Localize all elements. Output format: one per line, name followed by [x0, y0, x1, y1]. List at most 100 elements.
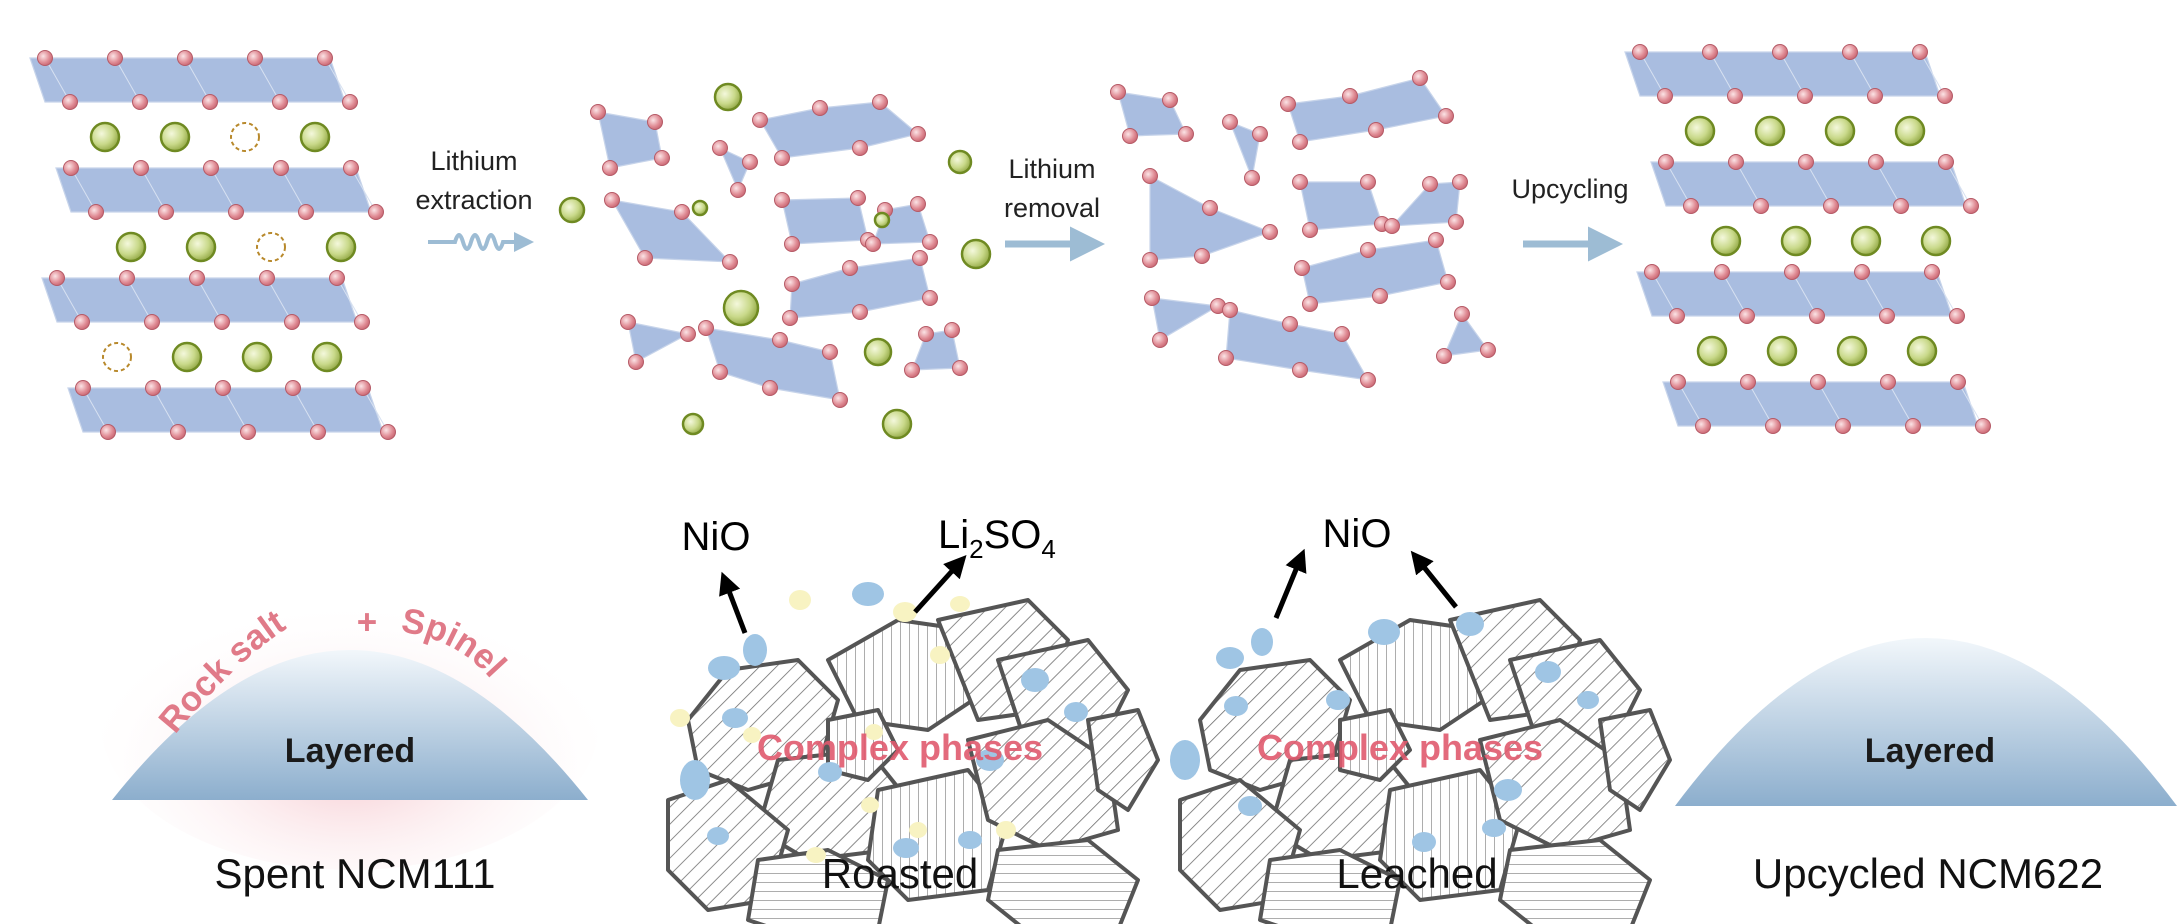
- nio-deposit: [1251, 628, 1273, 656]
- tm-fragment: [1151, 297, 1220, 341]
- oxygen-atom: [628, 354, 644, 370]
- nio-deposit: [1021, 668, 1049, 692]
- lithium-atom: [722, 289, 760, 327]
- oxygen-atom: [1798, 154, 1814, 170]
- slab-edge: [140, 167, 167, 213]
- oxygen-atom: [203, 160, 219, 176]
- oxygen-atom: [119, 270, 135, 286]
- oxygen-atom: [177, 50, 193, 66]
- lithium-atom: [1696, 335, 1728, 367]
- lithium-atom: [241, 341, 273, 373]
- oxygen-atom: [1178, 126, 1194, 142]
- oxygen-atom: [730, 182, 746, 198]
- arrow-label-removal: removal: [1004, 193, 1100, 223]
- oxygen-atom: [952, 360, 968, 376]
- oxygen-atom: [784, 276, 800, 292]
- layered-label-right: Layered: [1865, 732, 1995, 770]
- slab-edge: [1957, 381, 1984, 427]
- oxygen-atom: [1702, 44, 1718, 60]
- arrow-upcycling: Upcycling: [1511, 174, 1629, 262]
- slab-edge: [210, 167, 237, 213]
- tm-fragment: [610, 199, 732, 263]
- slab-edge: [324, 57, 351, 103]
- oxygen-atom: [1658, 154, 1674, 170]
- oxygen-atom: [1384, 218, 1400, 234]
- slab-edge: [1919, 51, 1946, 97]
- oxygen-atom: [590, 104, 606, 120]
- slab-edge: [70, 167, 97, 213]
- oxygen-atom: [240, 424, 256, 440]
- oxygen-atom: [1438, 108, 1454, 124]
- li2so4-deposit: [789, 590, 811, 610]
- slab-edge: [114, 57, 141, 103]
- slab-edge: [1747, 381, 1774, 427]
- oxygen-atom: [284, 314, 300, 330]
- crystal-structures: [29, 44, 1991, 440]
- oxygen-atom: [1222, 302, 1238, 318]
- oxygen-atom: [1809, 308, 1825, 324]
- leached-labels: NiO Complex phases: [1257, 512, 1543, 768]
- oxygen-atom: [1842, 44, 1858, 60]
- oxygen-atom: [1753, 198, 1769, 214]
- oxygen-atom: [850, 190, 866, 206]
- oxygen-atom: [1252, 126, 1268, 142]
- li2so4-deposit: [806, 847, 826, 863]
- oxygen-atom: [852, 304, 868, 320]
- oxygen-atom: [1740, 374, 1756, 390]
- oxygen-atom: [1975, 418, 1991, 434]
- oxygen-atom: [228, 204, 244, 220]
- lithium-vacancy: [102, 342, 132, 372]
- oxygen-atom: [782, 310, 798, 326]
- oxygen-atom: [1657, 88, 1673, 104]
- oxygen-atom: [1683, 198, 1699, 214]
- lithium-atom: [1920, 225, 1952, 257]
- oxygen-atom: [1893, 198, 1909, 214]
- roasted-particles: [666, 582, 1160, 924]
- oxygen-atom: [912, 250, 928, 266]
- oxygen-atom: [1292, 362, 1308, 378]
- oxygen-atom: [1294, 260, 1310, 276]
- slab-edge: [1721, 271, 1748, 317]
- oxygen-atom: [272, 94, 288, 110]
- nio-deposit: [708, 656, 740, 680]
- oxygen-atom: [88, 204, 104, 220]
- spent-dome: Rock salt + Spinel Layered: [100, 570, 600, 870]
- tm-fragment: [1287, 77, 1448, 143]
- oxygen-atom: [1122, 128, 1138, 144]
- oxygen-atom: [842, 260, 858, 276]
- oxygen-atom: [145, 380, 161, 396]
- oxygen-atom: [1368, 122, 1384, 138]
- oxygen-atom: [1912, 44, 1928, 60]
- oxygen-atom: [1360, 372, 1376, 388]
- arrow-lithium-extraction: Lithium extraction: [415, 146, 534, 252]
- lithium-vacancy: [230, 122, 260, 152]
- oxygen-atom: [712, 364, 728, 380]
- oxygen-atom: [1334, 326, 1350, 342]
- oxygen-atom: [1905, 418, 1921, 434]
- caption-leached: Leached: [1336, 850, 1497, 897]
- lithium-atom: [115, 231, 147, 263]
- oxygen-atom: [1963, 198, 1979, 214]
- phase-grain: [1598, 708, 1672, 812]
- nio-deposit: [707, 827, 729, 845]
- oxygen-atom: [133, 160, 149, 176]
- li2so4-deposit: [893, 602, 917, 622]
- oxygen-atom: [1448, 214, 1464, 230]
- nio-deposit: [893, 838, 919, 858]
- slab-edge: [1849, 51, 1876, 97]
- nio-deposit: [1238, 796, 1262, 816]
- oxygen-atom: [647, 114, 663, 130]
- tm-fragment: [759, 101, 920, 159]
- slab-edge: [1861, 271, 1888, 317]
- oxygen-atom: [1670, 374, 1686, 390]
- oxygen-atom: [674, 204, 690, 220]
- oxygen-atom: [1360, 174, 1376, 190]
- oxygen-atom: [1739, 308, 1755, 324]
- nio-label-roasted: NiO: [682, 515, 751, 559]
- oxygen-atom: [1632, 44, 1648, 60]
- oxygen-atom: [310, 424, 326, 440]
- oxygen-atom: [158, 204, 174, 220]
- slab-edge: [1887, 381, 1914, 427]
- lithium-vacancy: [256, 232, 286, 262]
- slab-edge: [266, 277, 293, 323]
